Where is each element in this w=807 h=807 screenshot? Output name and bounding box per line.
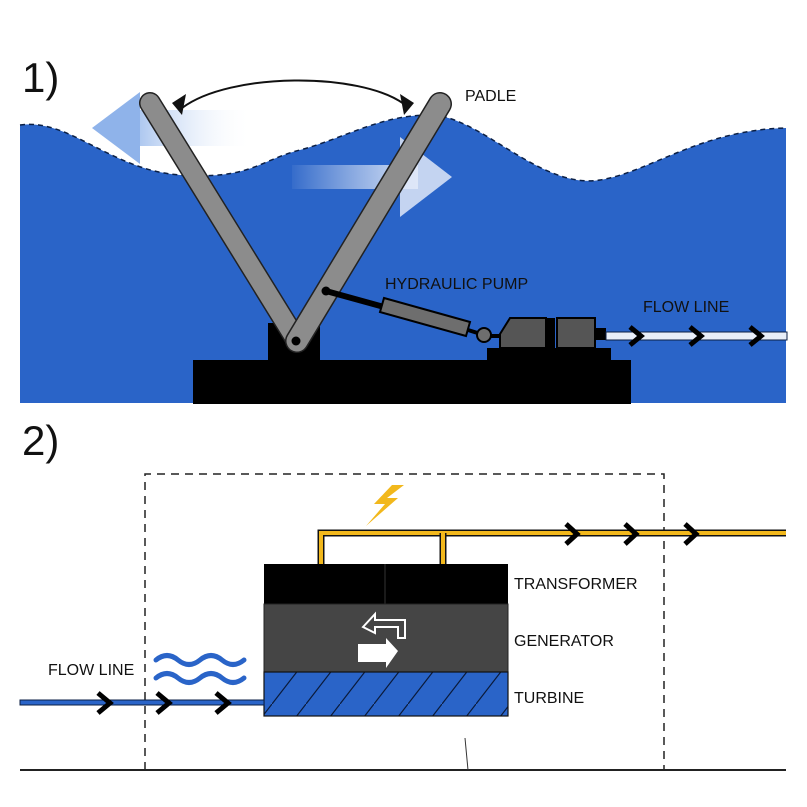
ground-mark <box>464 737 469 771</box>
turbine-label: TURBINE <box>514 690 584 707</box>
lightning-icon <box>366 485 404 526</box>
hydraulic-pump-label: HYDRAULIC PUMP <box>385 276 528 293</box>
generator-label: GENERATOR <box>514 633 614 650</box>
power-station-boundary <box>144 473 665 770</box>
pump-platform <box>487 348 611 362</box>
flow-line-pipe-2 <box>19 699 265 706</box>
swing-arc-arrow <box>172 79 414 115</box>
paddle-left-position <box>139 92 308 352</box>
chevron-icon <box>564 522 700 546</box>
swap-arrows-icon <box>358 611 406 668</box>
panel-1-number: 1) <box>22 54 59 101</box>
seabed-foundation <box>193 360 631 404</box>
chevron-icon <box>96 691 232 715</box>
turbine-block <box>263 671 509 717</box>
paddle-label: PADLE <box>465 88 516 105</box>
transformer-block <box>264 564 508 604</box>
flow-line-label-2: FLOW LINE <box>48 662 134 679</box>
paddle-right-position <box>285 92 452 353</box>
flow-line-label-1: FLOW LINE <box>643 299 729 316</box>
hydraulic-cylinder <box>325 288 500 343</box>
transformer-label: TRANSFORMER <box>514 576 638 593</box>
chevron-icon <box>628 325 765 347</box>
paddle-pivot-joint <box>291 336 301 346</box>
power-line <box>317 529 786 564</box>
water-waves-icon <box>153 653 247 685</box>
wave-surface-line <box>19 114 787 182</box>
pump-housing <box>499 317 606 349</box>
panel-2-number: 2) <box>22 417 59 464</box>
